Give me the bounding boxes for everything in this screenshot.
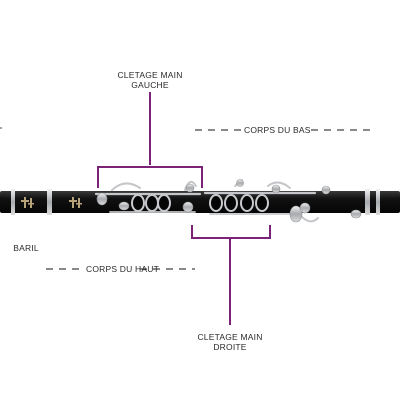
key-pad: [236, 179, 244, 187]
tone-hole: [224, 194, 238, 212]
tone-hole: [131, 194, 145, 212]
tone-hole: [209, 194, 223, 212]
key-pad: [299, 202, 311, 214]
brand-logo: [21, 197, 82, 208]
left-hand-bracket: [97, 92, 203, 188]
key-pad: [289, 205, 303, 223]
key-pad: [350, 209, 362, 219]
right-hand-bracket: [191, 225, 271, 325]
key-pad: [96, 192, 108, 206]
key-pad: [118, 201, 130, 211]
joint-dashes: [46, 129, 372, 270]
barrel-label: BARIL: [13, 243, 39, 253]
tone-hole: [255, 194, 269, 212]
tone-hole: [145, 194, 159, 212]
clarinet: [0, 179, 400, 223]
right-hand-keys-label: CLETAGE MAIN DROITE: [197, 332, 263, 352]
key-pad: [182, 201, 194, 213]
key-pad: [185, 183, 195, 193]
barrel-ring: [47, 189, 52, 215]
lower-joint-label: CORPS DU BAS: [244, 125, 311, 135]
key-pad: [321, 185, 331, 195]
tone-hole: [157, 194, 171, 212]
joint-ring: [376, 189, 380, 215]
joint-ring: [365, 189, 370, 215]
callout-lines: [97, 92, 271, 325]
key-pads: [96, 179, 362, 223]
tone-holes: [131, 194, 269, 212]
key-pad: [271, 184, 281, 194]
left-hand-keys-label: CLETAGE MAIN GAUCHE: [117, 70, 183, 90]
tone-hole: [240, 194, 254, 212]
barrel-ring: [11, 189, 15, 215]
upper-joint-label: CORPS DU HAUT: [86, 264, 159, 274]
